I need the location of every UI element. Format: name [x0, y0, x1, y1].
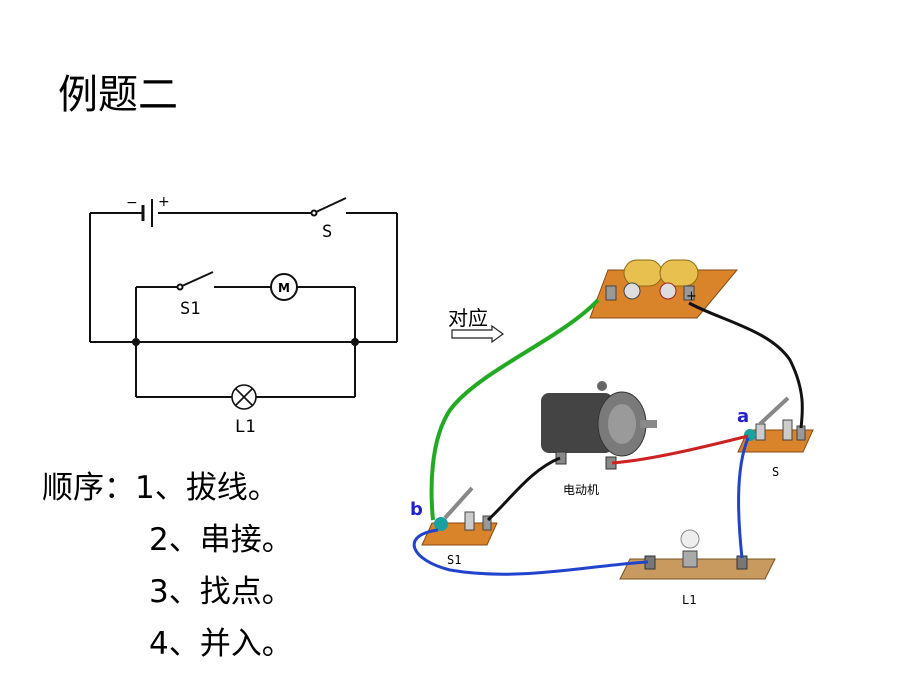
battery-minus-label: − — [126, 195, 138, 211]
point-b-marker — [434, 517, 448, 531]
lamp-label: L1 — [235, 417, 255, 437]
blue-wire-s-to-lamp — [737, 437, 750, 559]
step-item: 2、串接。 — [149, 522, 293, 558]
switch-s1-symbol — [176, 271, 214, 291]
battery-symbol — [141, 199, 153, 227]
lamp-symbol — [231, 384, 257, 410]
switch-s1-label: S1 — [180, 299, 200, 319]
page-title: 例题二 — [58, 72, 178, 118]
steps-list: 顺序：1、拔线。 2、串接。 3、找点。 4、并入。 — [42, 462, 293, 670]
battery-holder — [589, 259, 739, 319]
point-b-label: b — [410, 499, 423, 520]
hollow-arrow-icon — [451, 324, 505, 344]
step-item: 顺序：1、拔线。 — [42, 470, 279, 506]
schematic-diagram — [89, 212, 398, 398]
electric-motor — [541, 381, 657, 470]
arrow-label: 对应 — [448, 306, 488, 330]
red-wire — [611, 434, 749, 465]
black-wire-battery-to-s — [688, 301, 804, 429]
lamp-physical-label: L1 — [682, 593, 696, 607]
motor-symbol — [270, 273, 298, 301]
switch-s-physical-label: S — [772, 465, 779, 479]
junction-dot — [132, 338, 140, 346]
motor-label-physical: 电动机 — [563, 483, 599, 497]
junction-dot — [351, 338, 359, 346]
step-item: 3、找点。 — [149, 574, 293, 610]
battery-plus-terminal-label: + — [686, 289, 697, 304]
lamp-board — [619, 529, 776, 580]
battery-plus-label: + — [158, 194, 170, 210]
blue-wire-s1-to-lamp — [412, 528, 649, 576]
green-wire — [429, 298, 600, 521]
point-a-marker — [744, 429, 756, 441]
step-item: 4、并入。 — [149, 626, 293, 662]
steps-heading: 顺序： — [42, 470, 135, 506]
switch-s-symbol — [310, 197, 347, 217]
motor-label: M — [278, 281, 290, 295]
black-wire-motor-to-s1 — [486, 456, 561, 522]
switch-s-label: S — [322, 222, 332, 242]
switch-s1-physical-label: S1 — [447, 553, 461, 567]
point-a-label: a — [737, 406, 749, 427]
switch-s-board — [737, 396, 814, 453]
